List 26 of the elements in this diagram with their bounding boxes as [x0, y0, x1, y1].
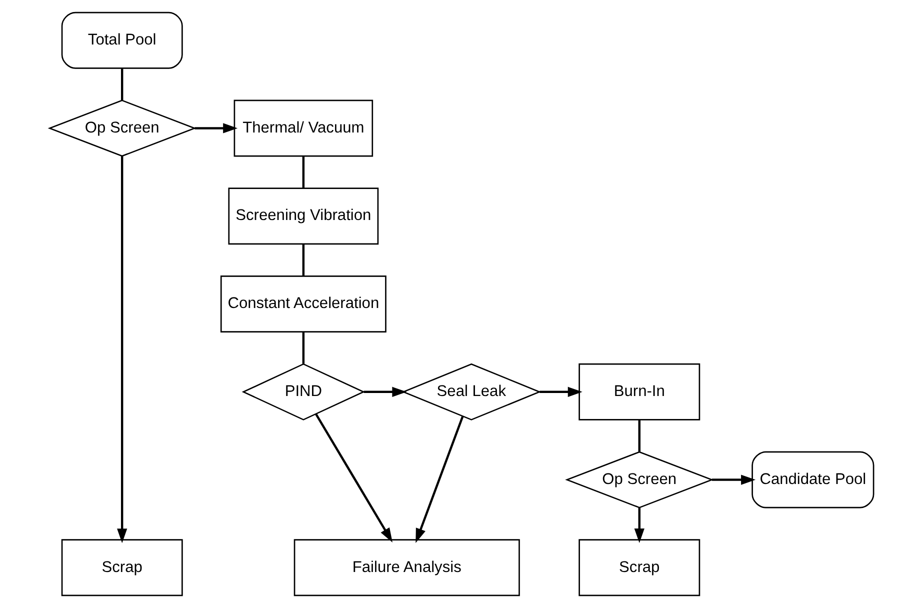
arrow: [314, 413, 392, 542]
node-box: Screening Vibration: [228, 188, 378, 245]
node-diamond: Op Screen: [564, 451, 714, 508]
node-box: Constant Acceleration: [220, 276, 386, 332]
node-box: Thermal/ Vacuum: [233, 100, 373, 157]
arrow: [116, 156, 127, 544]
node-box: Candidate Pool: [751, 451, 874, 508]
node-diamond: Seal Leak: [401, 363, 541, 420]
arrow: [363, 386, 406, 397]
node-box: Failure Analysis: [293, 539, 520, 596]
arrow: [634, 508, 644, 543]
node-box: Burn-In: [578, 363, 700, 420]
arrow: [415, 416, 464, 543]
node-diamond: PIND: [241, 363, 365, 420]
connector: [302, 156, 304, 188]
node-box: Total Pool: [60, 12, 182, 69]
arrow: [711, 474, 756, 485]
connector: [302, 244, 304, 276]
connector: [120, 68, 123, 100]
connector: [638, 420, 640, 452]
connector: [302, 332, 304, 364]
node-box: Scrap: [60, 539, 182, 596]
arrow: [194, 123, 238, 134]
node-box: Scrap: [578, 539, 700, 596]
arrow: [539, 386, 582, 397]
node-diamond: Op Screen: [47, 100, 196, 157]
